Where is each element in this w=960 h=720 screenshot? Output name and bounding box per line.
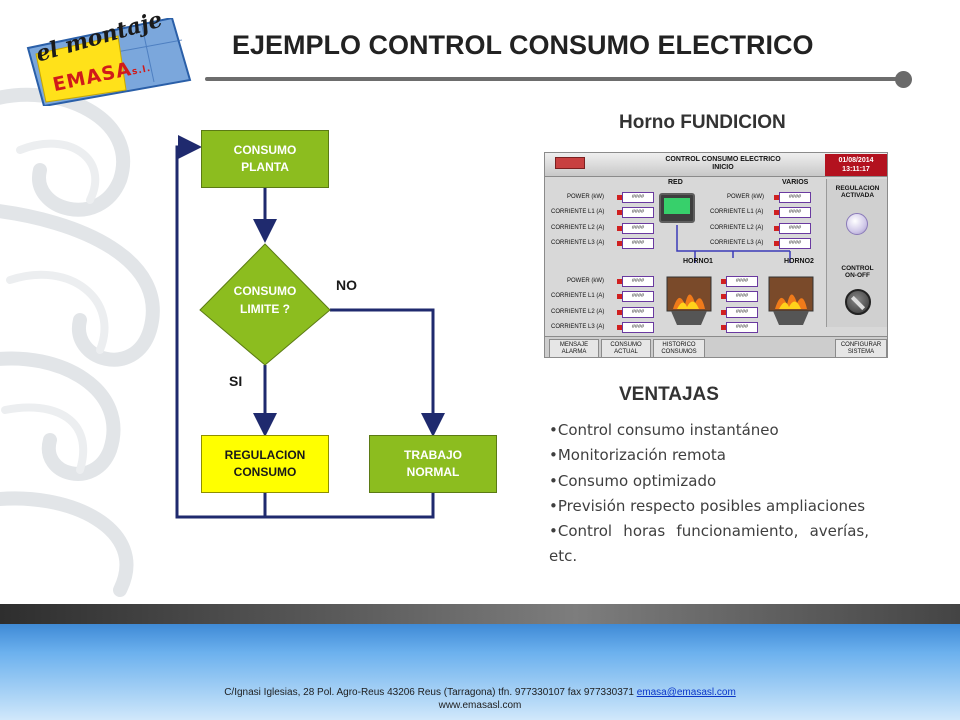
- red-power-label: POWER (kW): [567, 194, 604, 200]
- tab-historico-consumos[interactable]: HISTORICO CONSUMOS: [653, 339, 705, 357]
- flowchart: CONSUMO PLANTA CONSUMO LIMITE ? NO SI RE…: [170, 125, 510, 525]
- trabajo-normal-box: TRABAJO NORMAL: [369, 435, 497, 493]
- tab-consumo-actual[interactable]: CONSUMO ACTUAL: [601, 339, 651, 357]
- network-meter-icon: [659, 193, 695, 223]
- varios-l2-label: CORRIENTE L2 (A): [710, 225, 764, 231]
- footer-email-link[interactable]: emasa@emasasl.com: [636, 687, 736, 698]
- advantage-item: •Control horas funcionamiento, averías, …: [549, 522, 869, 566]
- horno1-l3-value: ####: [617, 322, 654, 333]
- advantage-item: •Monitorización remota: [549, 446, 726, 465]
- oven-heading: Horno FUNDICION: [619, 112, 786, 133]
- hmi-red-label: RED: [668, 179, 683, 186]
- hmi-alarm-indicator: [555, 157, 585, 169]
- varios-power-value: ####: [774, 192, 811, 203]
- decision-label: CONSUMO LIMITE ?: [233, 284, 297, 316]
- red-l3-label: CORRIENTE L3 (A): [551, 240, 605, 246]
- hmi-horno2-label: HORNO2: [784, 258, 814, 265]
- furnace-1-icon: [666, 276, 712, 325]
- footer-divider-band: [0, 604, 960, 626]
- advantage-item: •Previsión respecto posibles ampliacione…: [549, 496, 866, 515]
- hmi-side-panel: REGULACION ACTIVADA CONTROL ON-OFF: [826, 179, 887, 327]
- regulacion-consumo-box: REGULACION CONSUMO: [201, 435, 329, 493]
- horno-l3-label: CORRIENTE L3 (A): [551, 324, 605, 330]
- flowchart-connectors: [175, 135, 445, 519]
- tab-configurar-sistema[interactable]: CONFIGURAR SISTEMA: [835, 339, 887, 357]
- tab-mensaje-alarma[interactable]: MENSAJE ALARMA: [549, 339, 599, 357]
- red-l2-label: CORRIENTE L2 (A): [551, 225, 605, 231]
- horno1-l1-value: ####: [617, 291, 654, 302]
- horno2-power-value: ####: [721, 276, 758, 287]
- control-onoff-label: CONTROL ON-OFF: [841, 265, 874, 280]
- hmi-time: 13:11:17: [842, 166, 870, 174]
- title-underline: [205, 77, 905, 81]
- horno-power-label: POWER (kW): [567, 278, 604, 284]
- horno1-l2-value: ####: [617, 307, 654, 318]
- hmi-panel: CONTROL CONSUMO ELECTRICO INICIO 01/08/2…: [544, 152, 888, 358]
- footer-contact: C/Ignasi Iglesias, 28 Pol. Agro-Reus 432…: [0, 686, 960, 712]
- decision-diamond: [199, 243, 331, 366]
- footer-background: [0, 624, 960, 720]
- varios-l2-value: ####: [774, 223, 811, 234]
- advantages-list: •Control consumo instantáneo •Monitoriza…: [549, 418, 869, 570]
- company-logo: el montaje EMASAs.l.: [22, 7, 192, 106]
- hmi-varios-label: VARIOS: [782, 179, 809, 186]
- varios-l3-label: CORRIENTE L3 (A): [710, 240, 764, 246]
- page-title: EJEMPLO CONTROL CONSUMO ELECTRICO: [232, 30, 814, 60]
- horno1-power-value: ####: [617, 276, 654, 287]
- red-l2-value: ####: [617, 223, 654, 234]
- decorative-swirl-background: [0, 87, 160, 597]
- regulation-status-label: REGULACION ACTIVADA: [835, 185, 880, 200]
- hmi-header: CONTROL CONSUMO ELECTRICO INICIO 01/08/2…: [545, 153, 887, 177]
- red-l1-label: CORRIENTE L1 (A): [551, 209, 605, 215]
- title-underline-dot: [895, 71, 912, 88]
- varios-l3-value: ####: [774, 238, 811, 249]
- consumo-planta-box: CONSUMO PLANTA: [201, 130, 329, 188]
- no-branch-label: NO: [336, 277, 357, 293]
- horno2-l3-value: ####: [721, 322, 758, 333]
- hmi-tab-bar: MENSAJE ALARMA CONSUMO ACTUAL HISTORICO …: [545, 336, 887, 357]
- hmi-title: CONTROL CONSUMO ELECTRICO INICIO: [665, 156, 781, 172]
- horno-l2-label: CORRIENTE L2 (A): [551, 309, 605, 315]
- hmi-date: 01/08/2014: [838, 157, 874, 164]
- footer-website[interactable]: www.emasasl.com: [438, 700, 522, 711]
- red-l3-value: ####: [617, 238, 654, 249]
- horno2-l1-value: ####: [721, 291, 758, 302]
- advantage-item: •Consumo optimizado: [549, 471, 717, 490]
- varios-l1-value: ####: [774, 207, 811, 218]
- footer-address: C/Ignasi Iglesias, 28 Pol. Agro-Reus 432…: [224, 687, 637, 698]
- control-onoff-switch[interactable]: [845, 289, 871, 315]
- hmi-connection-lines: [676, 225, 791, 263]
- advantage-item: •Control consumo instantáneo: [549, 421, 779, 439]
- horno-l1-label: CORRIENTE L1 (A): [551, 293, 605, 299]
- red-power-value: ####: [617, 192, 654, 203]
- hmi-datetime: 01/08/2014 13:11:17: [825, 154, 887, 176]
- varios-power-label: POWER (kW): [727, 194, 764, 200]
- horno2-l2-value: ####: [721, 307, 758, 318]
- furnace-2-icon: [768, 276, 814, 325]
- hmi-horno1-label: HORNO1: [683, 258, 713, 265]
- red-l1-value: ####: [617, 207, 654, 218]
- varios-l1-label: CORRIENTE L1 (A): [710, 209, 764, 215]
- yes-branch-label: SI: [229, 373, 243, 389]
- regulation-indicator-lamp: [846, 213, 868, 235]
- advantages-heading: VENTAJAS: [619, 384, 719, 405]
